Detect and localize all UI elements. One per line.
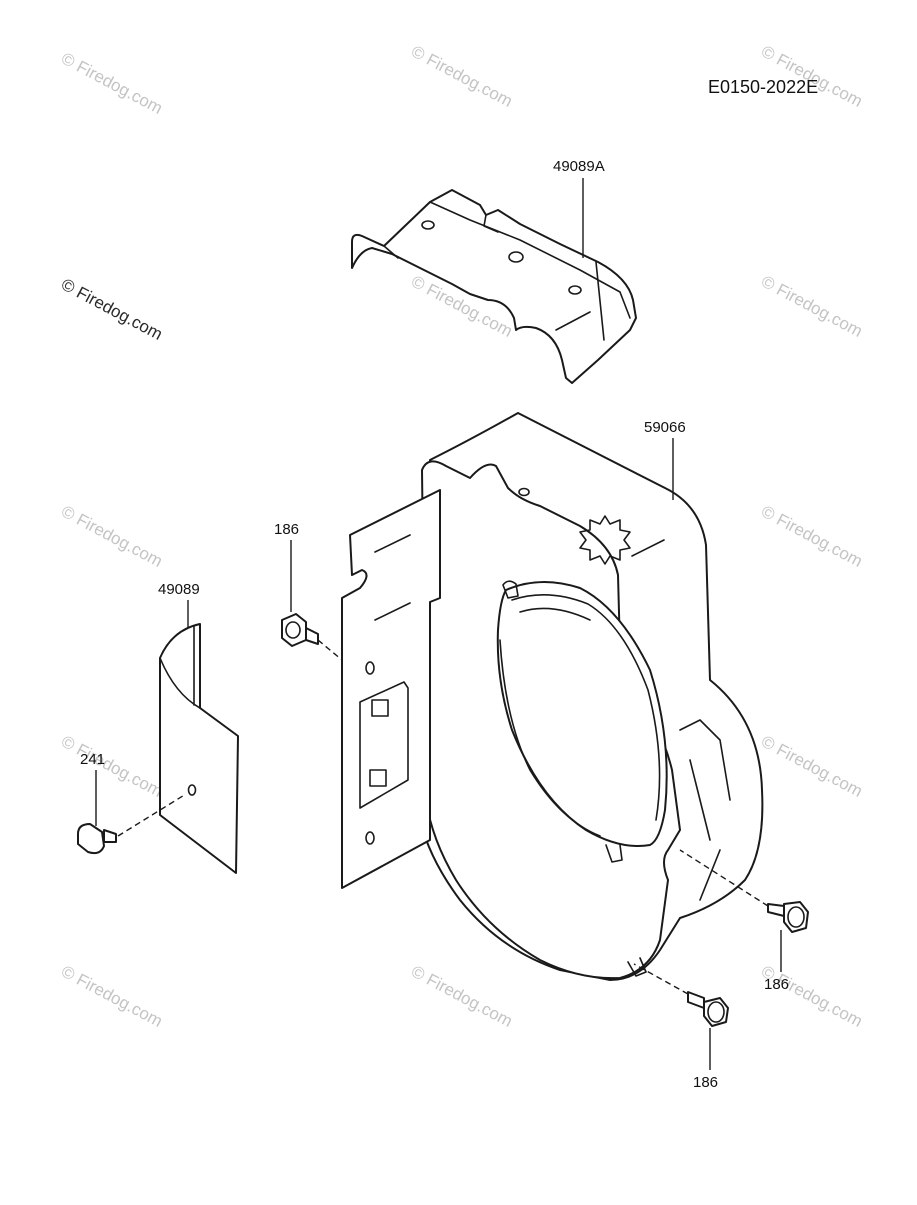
- watermark-text: © Firedog.com: [408, 42, 516, 111]
- part-label-bolt-bottom: 186: [693, 1074, 718, 1091]
- part-label-side-cover: 49089: [158, 581, 200, 598]
- screw-left-part: [77, 793, 187, 855]
- part-label-bolt-lower-right: 186: [764, 976, 789, 993]
- bolt-bottom-part: [633, 963, 729, 1027]
- watermark-text: © Firedog.com: [58, 732, 166, 801]
- part-label-bolt-upper-left: 186: [274, 521, 299, 538]
- fan-housing-part: [419, 412, 764, 981]
- bolt-lower-right-part: [679, 849, 809, 933]
- watermark-text: © Firedog.com: [408, 962, 516, 1031]
- mounting-plate: [341, 489, 441, 889]
- watermark-text: © Firedog.com: [58, 49, 166, 118]
- watermark-text: © Firedog.com: [758, 502, 866, 571]
- part-label-top-cover: 49089A: [553, 158, 605, 175]
- bolt-upper-left-part: [281, 613, 343, 661]
- watermark-text: © Firedog.com: [58, 502, 166, 571]
- watermark-text: © Firedog.com: [758, 272, 866, 341]
- watermark-text: © Firedog.com: [758, 732, 866, 801]
- top-cover-part: [351, 189, 637, 384]
- watermark-text: © Firedog.com: [58, 962, 166, 1031]
- part-label-fan-housing: 59066: [644, 419, 686, 436]
- watermark-text: © Firedog.com: [758, 962, 866, 1031]
- side-cover-part: [159, 623, 239, 874]
- watermark-text-dark: © Firedog.com: [58, 275, 166, 344]
- diagram-code: E0150-2022E: [708, 77, 818, 97]
- part-label-screw-left: 241: [80, 751, 105, 768]
